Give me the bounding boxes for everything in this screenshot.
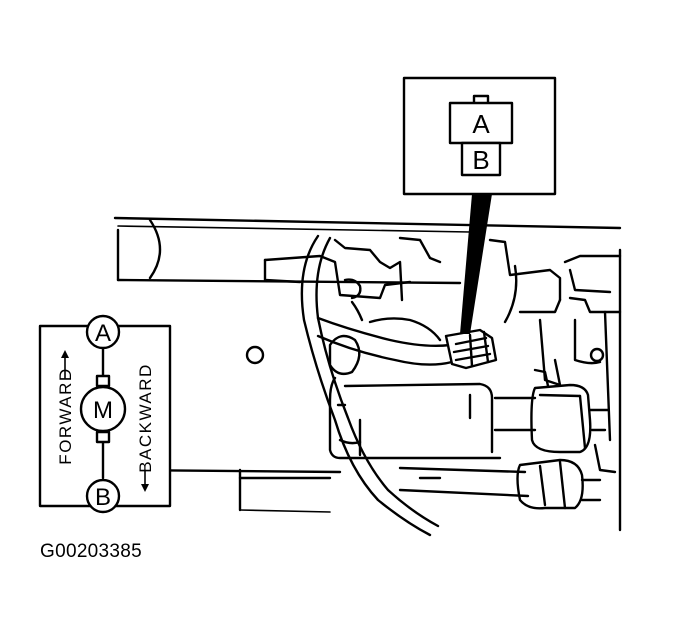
upper-bracket — [263, 236, 562, 324]
forward-label: FORWARD — [56, 367, 75, 464]
schematic-terminal-a: A — [95, 320, 111, 347]
direction-arrow-icon — [141, 469, 149, 492]
inset-terminal-b: B — [472, 145, 489, 175]
leader-pointer — [460, 194, 492, 334]
motor-schematic: A B M FORWARD BACKWARD — [38, 314, 172, 514]
lower-drive-shaft — [398, 458, 602, 510]
backward-label: BACKWARD — [136, 363, 155, 473]
connector-inset: A B — [402, 76, 557, 196]
motor-connector — [444, 328, 498, 370]
figure-id: G00203385 — [40, 541, 143, 562]
motor-letter: M — [93, 397, 113, 424]
right-gearbox — [538, 248, 622, 532]
direction-arrow-icon — [61, 350, 69, 379]
wire-harness — [300, 234, 454, 537]
inset-terminal-a: A — [472, 109, 490, 139]
gear-coupling — [530, 358, 610, 454]
schematic-terminal-b: B — [95, 484, 111, 511]
motor-symbol-icon: M — [79, 374, 127, 444]
